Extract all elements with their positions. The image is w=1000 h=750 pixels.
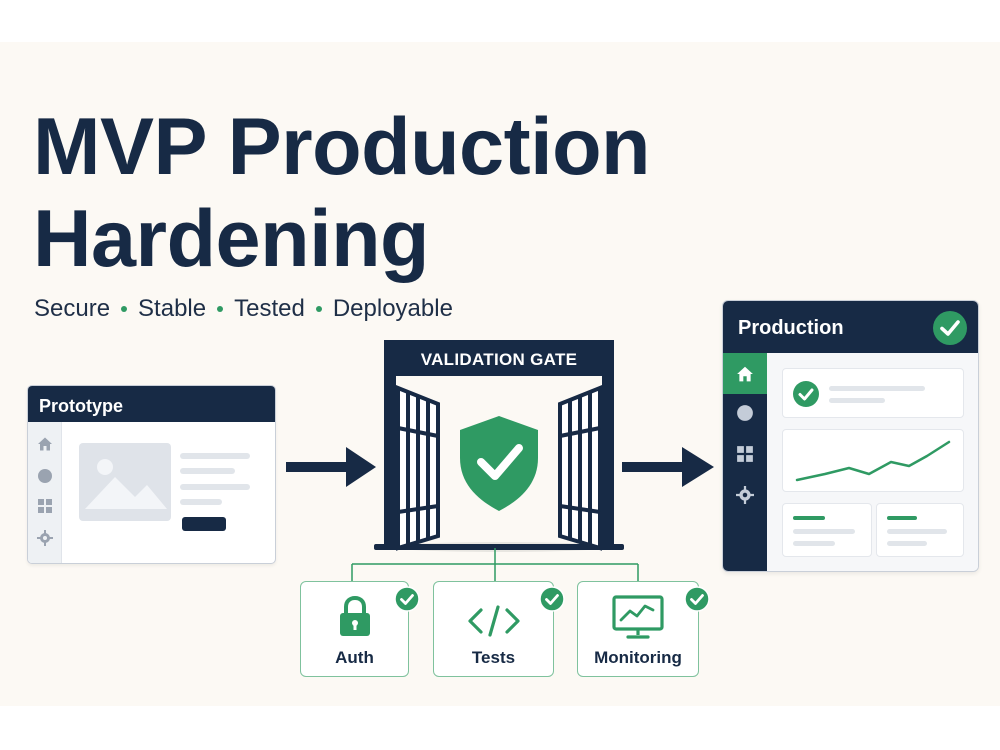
bullet-dot [315, 306, 322, 312]
bullet-dot [121, 306, 128, 312]
check-card-monitoring: Monitoring [577, 581, 710, 677]
gear-icon [37, 530, 53, 546]
prototype-window: Prototype [27, 385, 276, 564]
check-circle-icon [793, 381, 819, 407]
bullet-dot [217, 306, 224, 312]
validation-gate [374, 340, 624, 552]
circle-icon [38, 469, 52, 483]
connector-lines [351, 548, 639, 582]
placeholder-line [829, 386, 925, 391]
title-line-1: MVP Production [33, 102, 651, 192]
gate-label: VALIDATION GATE [420, 350, 578, 369]
check-circle-icon [933, 311, 967, 345]
check-label-tests: Tests [471, 648, 516, 667]
circle-icon [737, 405, 753, 421]
lock-icon [339, 596, 370, 636]
home-icon [38, 437, 52, 451]
check-card-tests: Tests [433, 581, 565, 677]
page-title: MVP Production Hardening [33, 101, 793, 285]
check-circle-icon [394, 586, 420, 612]
status-card [782, 368, 964, 418]
code-icon [467, 605, 520, 637]
arrow-right-icon [286, 447, 376, 487]
subtitle-item-deployable: Deployable [332, 295, 453, 322]
placeholder-button [182, 517, 226, 531]
placeholder-line [829, 398, 885, 403]
check-circle-icon [684, 586, 710, 612]
check-card-auth: Auth [300, 581, 420, 677]
placeholder-line [793, 541, 835, 546]
placeholder-line [887, 541, 927, 546]
metric-bar [793, 516, 825, 520]
subtitle-item-secure: Secure [34, 295, 111, 322]
subtitle: Secure Stable Tested Deployable [34, 294, 453, 324]
prototype-sidebar [28, 422, 62, 563]
monitor-chart-icon [612, 595, 664, 639]
placeholder-line [180, 499, 222, 505]
shield-check-icon [460, 416, 538, 511]
title-line-2: Hardening [33, 194, 430, 284]
placeholder-line [887, 529, 947, 534]
chart-card [782, 429, 964, 492]
gear-icon [736, 486, 754, 504]
production-content [767, 353, 978, 571]
check-label-auth: Auth [335, 648, 374, 667]
arrow-right-icon [622, 447, 714, 487]
prototype-title: Prototype [28, 386, 275, 422]
metric-card [782, 503, 872, 557]
home-icon [737, 366, 753, 382]
metric-card [876, 503, 964, 557]
subtitle-item-tested: Tested [234, 295, 305, 322]
metric-bar [887, 516, 917, 520]
production-window: Production [722, 300, 979, 572]
grid-icon [38, 499, 52, 513]
check-circle-icon [539, 586, 565, 612]
grid-icon [737, 446, 753, 462]
production-sidebar [723, 353, 767, 571]
placeholder-line [180, 468, 235, 474]
subtitle-item-stable: Stable [138, 295, 207, 322]
check-label-monitoring: Monitoring [594, 648, 682, 667]
trend-line-icon [795, 440, 951, 482]
placeholder-line [793, 529, 855, 534]
placeholder-line [180, 453, 250, 459]
placeholder-line [180, 484, 250, 490]
image-placeholder-icon [79, 443, 171, 521]
